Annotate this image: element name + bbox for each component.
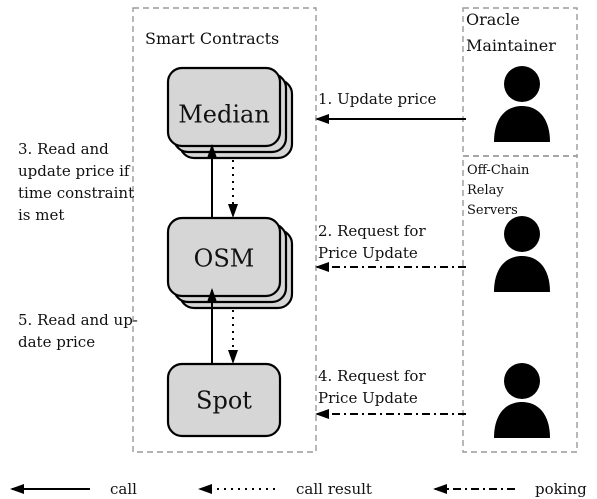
legend-call-label: call [110, 480, 137, 498]
spot-label: Spot [196, 387, 252, 415]
relay-label-line3: Servers [467, 203, 518, 218]
step2-label-line2: Price Update [318, 244, 418, 262]
step4-label-line1: 4. Request for [318, 367, 426, 385]
oracle-person-icon [494, 66, 550, 142]
step1-label: 1. Update price [318, 90, 437, 108]
legend-poking-label: poking [535, 480, 587, 498]
smart-contracts-group [132, 7, 317, 453]
smart-contracts-label: Smart Contracts [145, 29, 279, 48]
oracle-maintainer-group [462, 7, 578, 157]
osm-label: OSM [194, 245, 255, 273]
step3-note-line4: is met [18, 206, 64, 224]
relay-person-icon-2 [494, 363, 550, 438]
oracle-label-line1: Oracle [466, 10, 520, 29]
step2-label-line1: 2. Request for [318, 222, 426, 240]
step4-label-line2: Price Update [318, 389, 418, 407]
legend-call-result-label: call result [296, 480, 372, 498]
median-node: Median [166, 66, 294, 160]
relay-servers-group [462, 155, 578, 453]
step5-note-line1: 5. Read and up- [18, 311, 138, 329]
legend: call call result poking [10, 480, 587, 498]
osm-node: OSM [166, 216, 294, 310]
relay-label-line1: Off-Chain [467, 163, 530, 178]
relay-person-icon-1 [494, 216, 550, 292]
oracle-label-line2: Maintainer [466, 36, 556, 55]
step5-note-line2: date price [18, 333, 95, 351]
relay-label-line2: Relay [467, 183, 504, 198]
step3-note-line3: time constraint [18, 184, 134, 202]
step3-note-line1: 3. Read and [18, 140, 109, 158]
step3-note-line2: update price if [18, 162, 131, 180]
spot-node: Spot [166, 362, 282, 438]
median-label: Median [178, 101, 270, 129]
